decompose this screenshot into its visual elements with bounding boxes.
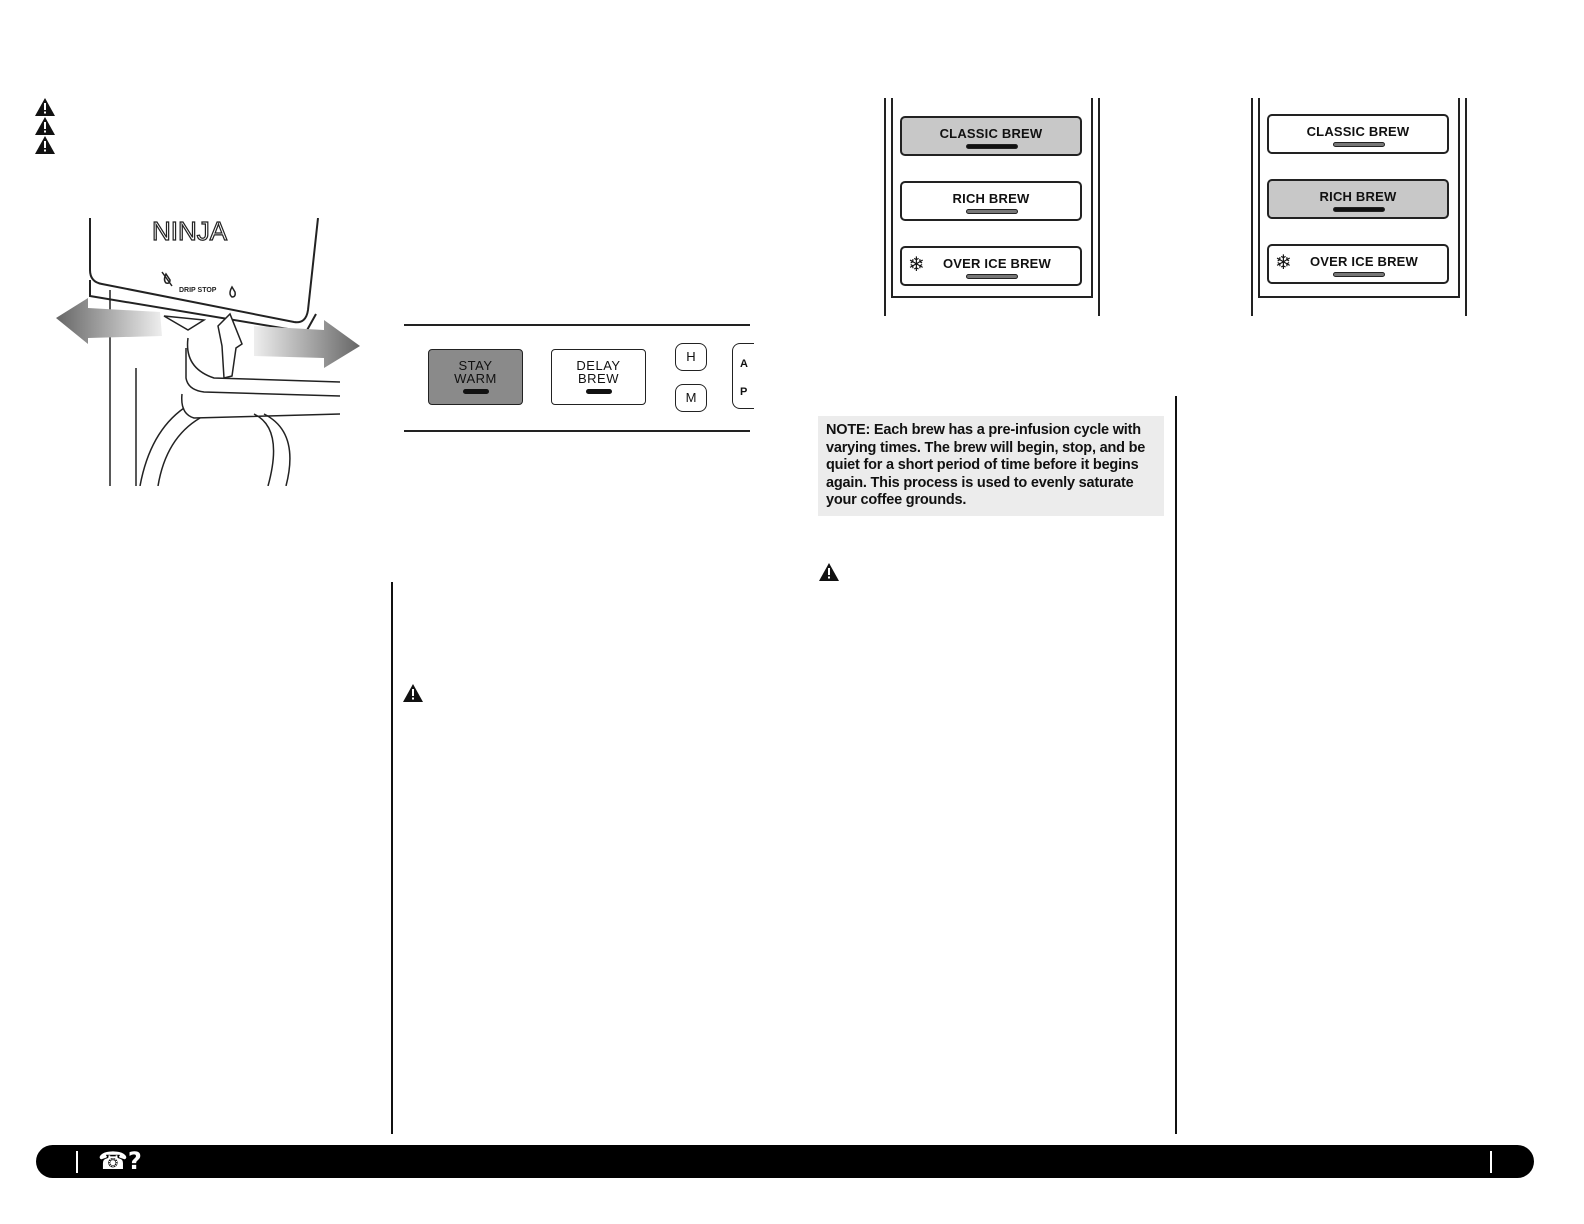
rich-brew-button[interactable]: RICH BREW [1267, 179, 1449, 219]
warning-icon [35, 98, 55, 116]
classic-brew-button[interactable]: CLASSIC BREW [1267, 114, 1449, 154]
am-pm-button[interactable]: A P [732, 343, 754, 409]
rich-brew-label: RICH BREW [952, 191, 1030, 206]
column-divider [1175, 396, 1177, 1134]
rich-brew-indicator [966, 209, 1018, 214]
pm-label: P [740, 386, 748, 398]
stay-warm-button[interactable]: STAY WARM [428, 349, 523, 405]
delay-brew-indicator [585, 389, 612, 394]
footer-bar: ☎? [36, 1145, 1534, 1178]
hour-button[interactable]: H [675, 343, 707, 371]
control-panel-strip [404, 324, 750, 432]
brew-panel-classic-selected: CLASSIC BREW RICH BREW ❄ OVER ICE BREW [884, 98, 1100, 316]
brand-logo: NINJA [152, 218, 228, 246]
drip-stop-label: DRIP STOP [179, 287, 217, 294]
brew-panel-rich-selected: CLASSIC BREW RICH BREW ❄ OVER ICE BREW [1251, 98, 1467, 316]
over-ice-brew-button[interactable]: ❄ OVER ICE BREW [1267, 244, 1449, 284]
classic-brew-label: CLASSIC BREW [1306, 124, 1410, 139]
stay-warm-label: STAY WARM [454, 358, 497, 386]
warning-icon [403, 684, 423, 702]
column-divider [391, 582, 393, 1134]
over-ice-brew-label: OVER ICE BREW [1309, 254, 1419, 269]
delay-brew-button[interactable]: DELAY BREW [551, 349, 646, 405]
warning-icon [35, 117, 55, 135]
delay-brew-label: DELAY BREW [576, 358, 621, 386]
rich-brew-indicator [1333, 207, 1385, 212]
warning-icon [819, 563, 839, 581]
warning-icon [35, 136, 55, 154]
classic-brew-indicator [1333, 142, 1385, 147]
minute-button[interactable]: M [675, 384, 707, 412]
over-ice-brew-label: OVER ICE BREW [942, 256, 1052, 271]
drip-stop-illustration: NINJA DRIP STOP [56, 218, 360, 486]
am-label: A [740, 358, 748, 370]
classic-brew-button[interactable]: CLASSIC BREW [900, 116, 1082, 156]
rich-brew-button[interactable]: RICH BREW [900, 181, 1082, 221]
over-ice-brew-indicator [966, 274, 1018, 279]
snowflake-icon: ❄ [908, 254, 925, 276]
rich-brew-label: RICH BREW [1319, 189, 1397, 204]
phone-help-icon: ☎? [98, 1147, 142, 1175]
pre-infusion-note: NOTE: Each brew has a pre-infusion cycle… [818, 416, 1164, 516]
classic-brew-label: CLASSIC BREW [939, 126, 1043, 141]
footer-separator [76, 1151, 78, 1173]
classic-brew-indicator [966, 144, 1018, 149]
stay-warm-indicator [462, 389, 489, 394]
over-ice-brew-button[interactable]: ❄ OVER ICE BREW [900, 246, 1082, 286]
footer-separator [1490, 1151, 1492, 1173]
snowflake-icon: ❄ [1275, 252, 1292, 274]
over-ice-brew-indicator [1333, 272, 1385, 277]
